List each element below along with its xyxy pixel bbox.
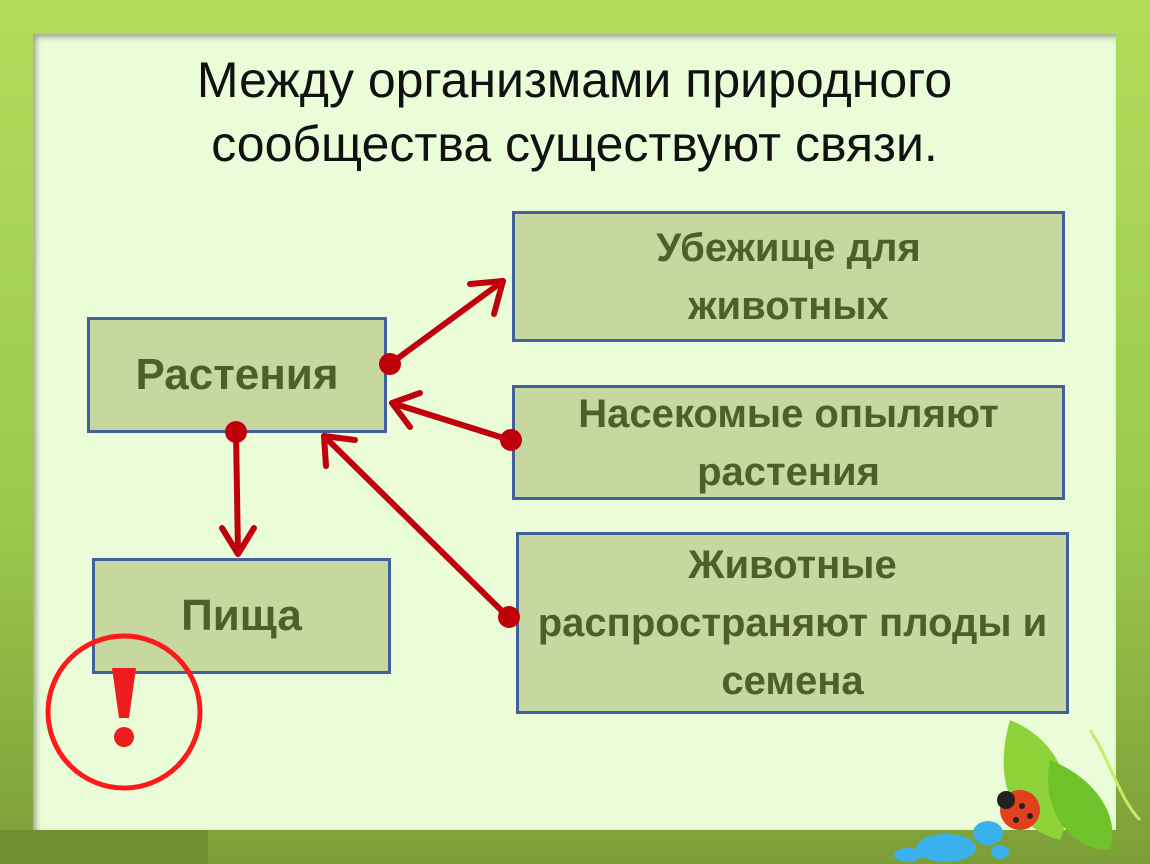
box-shelter: Убежище для животных bbox=[512, 211, 1065, 342]
arrow-insects-to-plants bbox=[389, 390, 513, 443]
box-food: Пища bbox=[92, 558, 391, 674]
connector-dot bbox=[379, 353, 401, 375]
arrow-plants-to-food bbox=[219, 429, 257, 557]
title-line-2: сообщества существуют связи. bbox=[211, 116, 938, 172]
box-insects: Насекомые опыляют растения bbox=[512, 385, 1065, 500]
arrow-animals-to-plants bbox=[321, 433, 511, 620]
arrow-plants-to-shelter bbox=[387, 278, 506, 367]
connector-dot bbox=[498, 606, 520, 628]
connector-dot bbox=[225, 421, 247, 443]
box-plants: Растения bbox=[87, 317, 387, 433]
leaf-ladybug-decoration bbox=[894, 720, 1142, 862]
connector-dot bbox=[500, 429, 522, 451]
corner-tab bbox=[0, 830, 208, 864]
exclamation-icon bbox=[45, 633, 203, 791]
box-animals: Животные распространяют плоды и семена bbox=[516, 532, 1069, 714]
slide-title: Между организмами природного сообщества … bbox=[33, 48, 1116, 176]
title-line-1: Между организмами природного bbox=[196, 52, 953, 108]
